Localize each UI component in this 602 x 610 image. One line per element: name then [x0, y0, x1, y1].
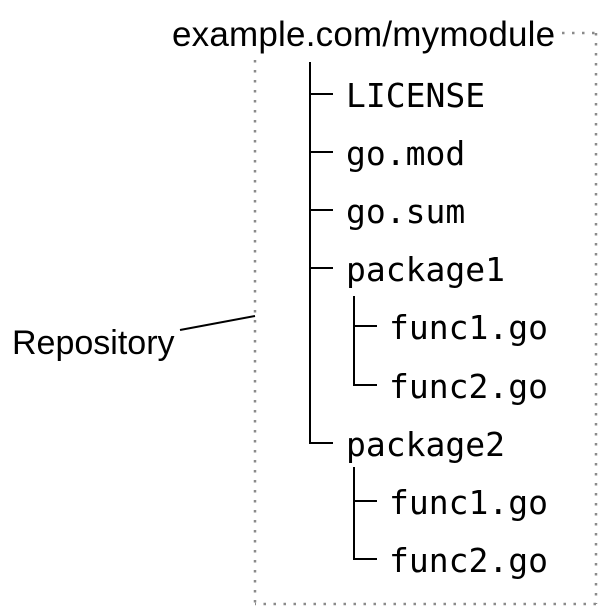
repository-label: Repository: [12, 324, 175, 362]
tree-item-package2-func1: func1.go: [389, 483, 548, 522]
repository-pointer-line: [179, 315, 256, 331]
tree-connector-lines: [179, 62, 377, 560]
tree-item-package2-func2: func2.go: [389, 541, 548, 580]
tree-item-go-mod: go.mod: [346, 134, 466, 173]
module-path-title: example.com/mymodule: [172, 15, 556, 54]
tree-item-package2: package2: [346, 425, 505, 464]
tree-item-package1: package1: [346, 250, 505, 289]
tree-item-package1-func2: func2.go: [389, 367, 548, 406]
repository-dotted-border: [253, 31, 598, 606]
tree-item-license: LICENSE: [346, 76, 486, 115]
tree-item-package1-func1: func1.go: [389, 308, 548, 347]
tree-item-go-sum: go.sum: [346, 192, 466, 231]
